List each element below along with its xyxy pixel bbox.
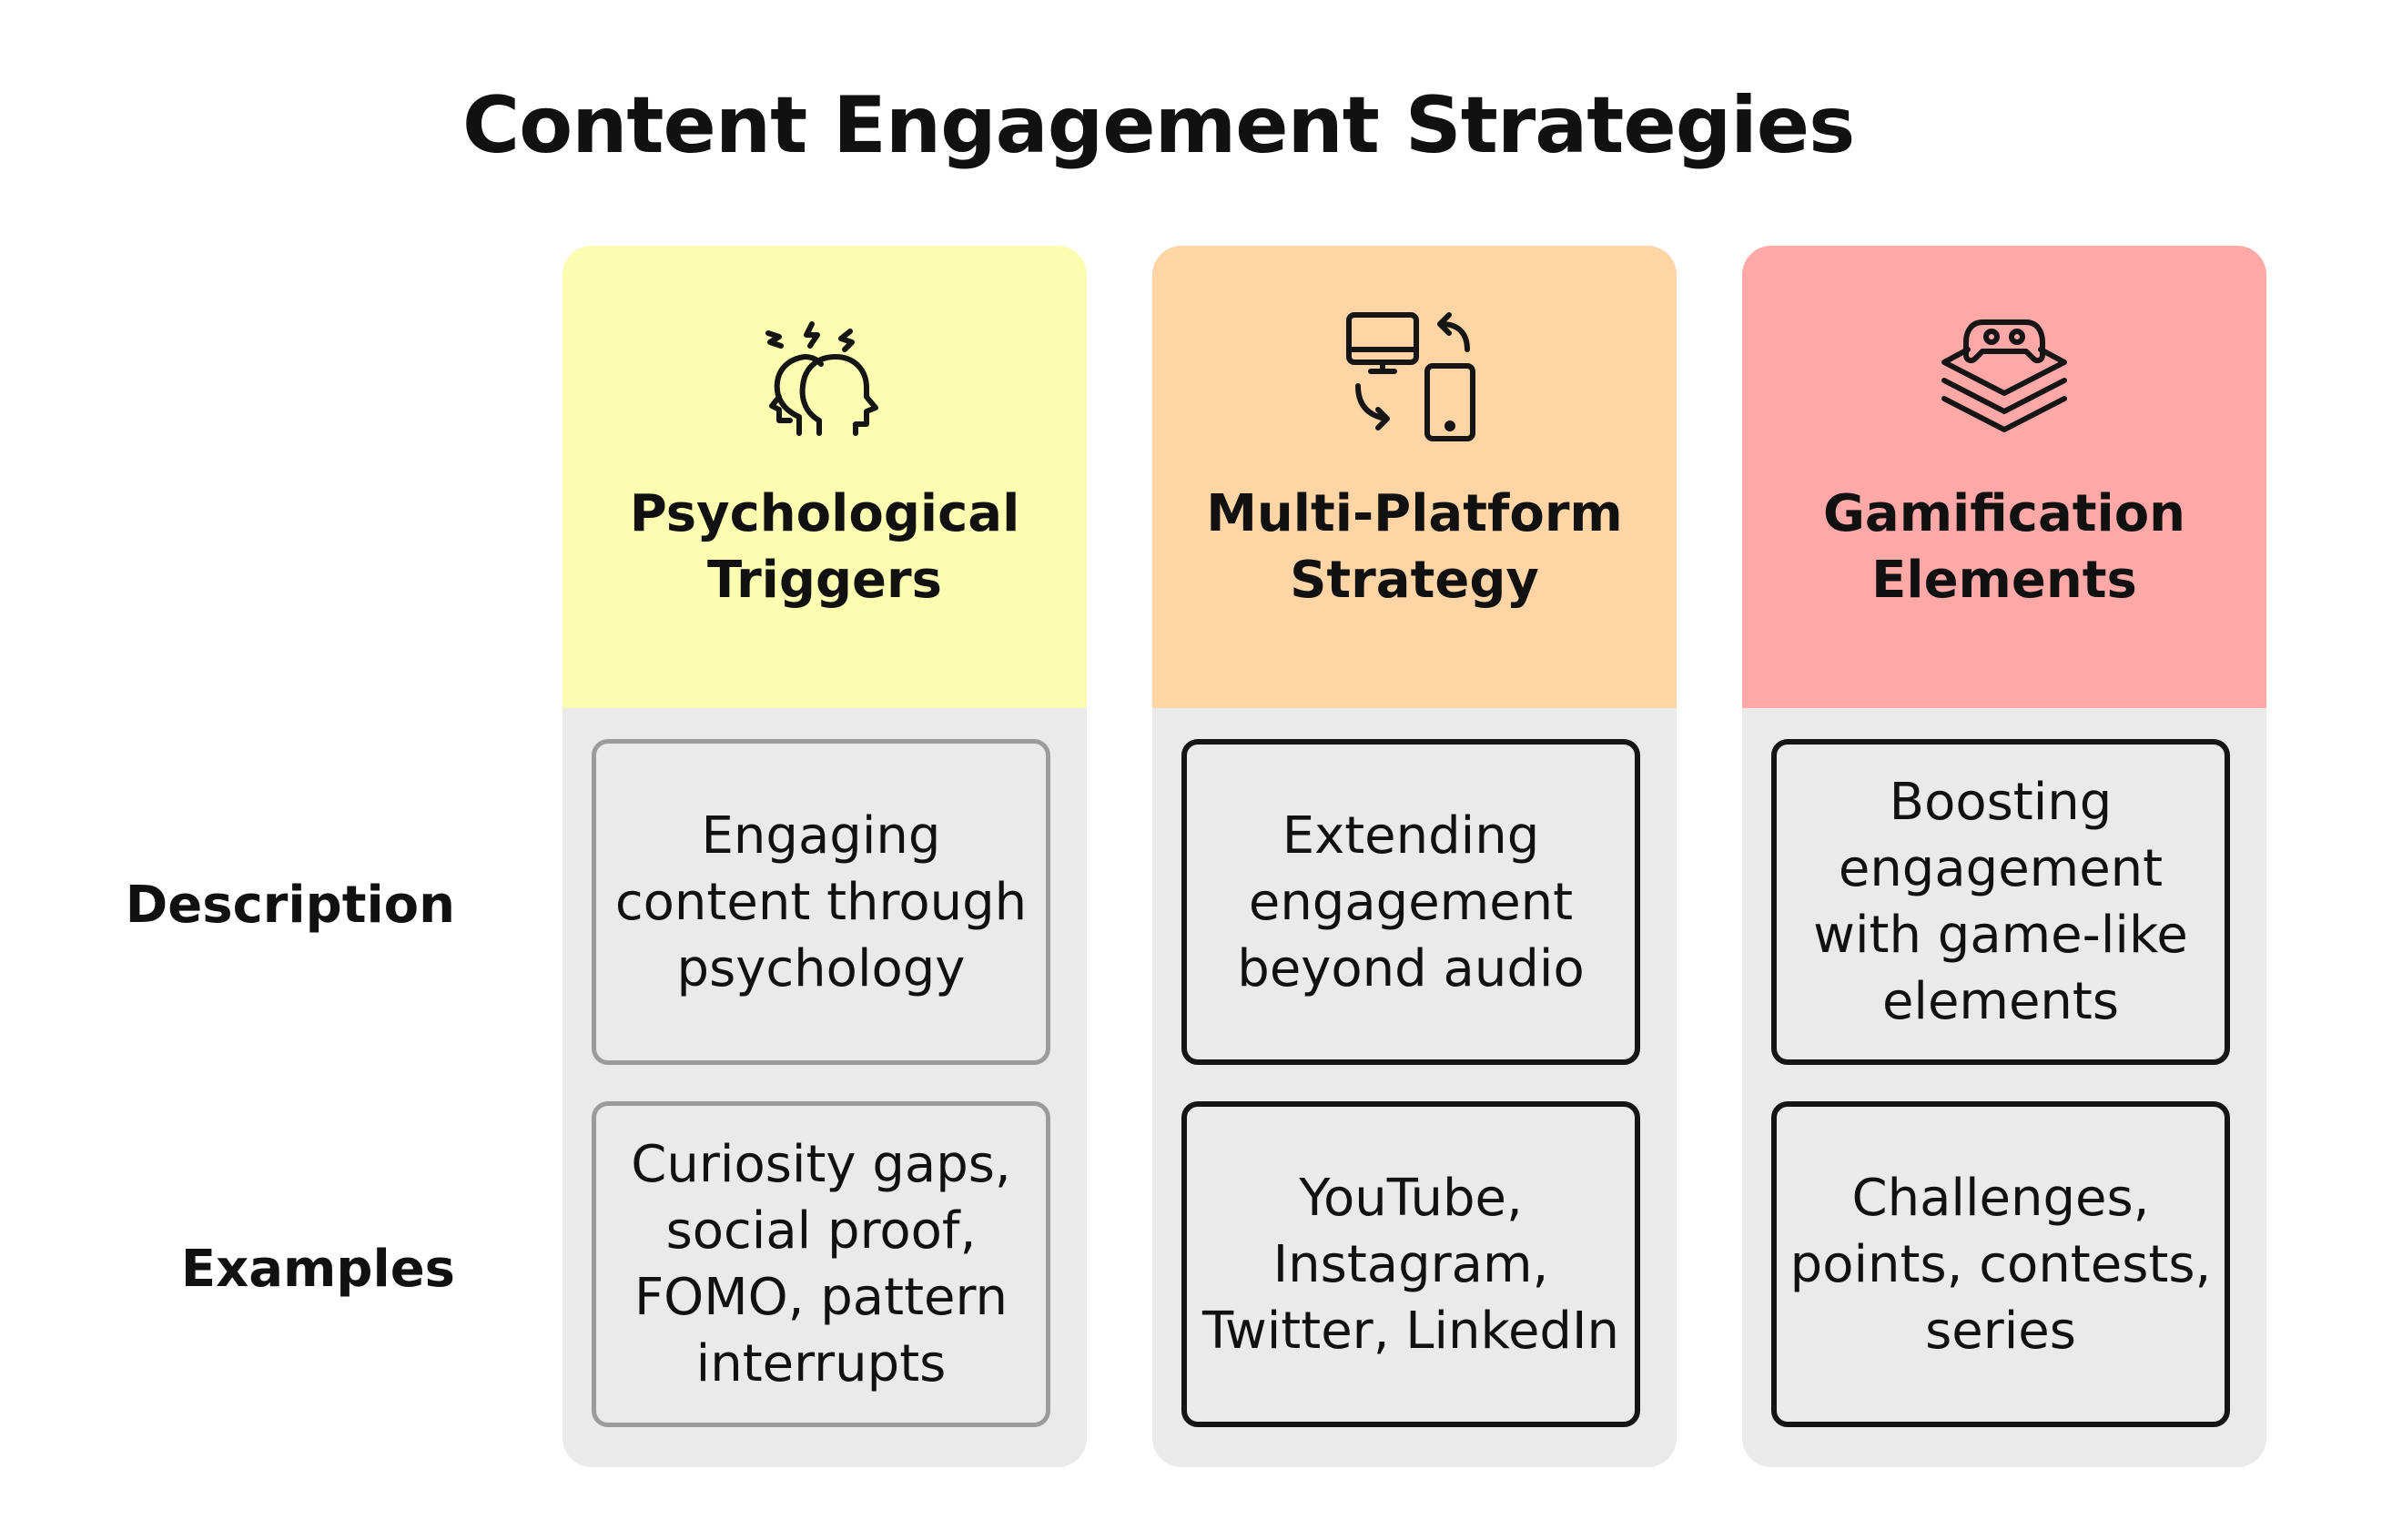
two-heads-icon: [765, 321, 878, 436]
examples-cell: YouTube, Instagram, Twitter, LinkedIn: [1181, 1101, 1640, 1427]
examples-cell: Challenges, points, contests, series: [1771, 1101, 2230, 1427]
description-cell: Engaging content through psychology: [592, 739, 1050, 1065]
row-label-examples: Examples: [180, 1240, 455, 1299]
column-header: Multi-Platform Strategy: [1152, 246, 1677, 708]
description-cell: Extending engagement beyond audio: [1181, 739, 1640, 1065]
examples-cell: Curiosity gaps, social proof, FOMO, patt…: [592, 1101, 1050, 1427]
devices-sync-icon: [1346, 312, 1475, 441]
column-gamification-elements: Gamification Elements Boosting engagemen…: [1742, 246, 2266, 1467]
column-title: Multi-Platform Strategy: [1206, 484, 1623, 610]
game-controller-layers-icon: [1941, 319, 2067, 432]
page-title: Content Engagement Strategies: [462, 80, 1855, 171]
row-label-description: Description: [125, 876, 455, 935]
column-psychological-triggers: Psychological Triggers Engaging content …: [563, 246, 1087, 1467]
column-title: Psychological Triggers: [629, 484, 1020, 610]
description-cell: Boosting engagement with game-like eleme…: [1771, 739, 2230, 1065]
column-header: Gamification Elements: [1742, 246, 2266, 708]
column-multi-platform-strategy: Multi-Platform Strategy Extending engage…: [1152, 246, 1677, 1467]
column-header: Psychological Triggers: [563, 246, 1087, 708]
column-title: Gamification Elements: [1822, 484, 2186, 610]
